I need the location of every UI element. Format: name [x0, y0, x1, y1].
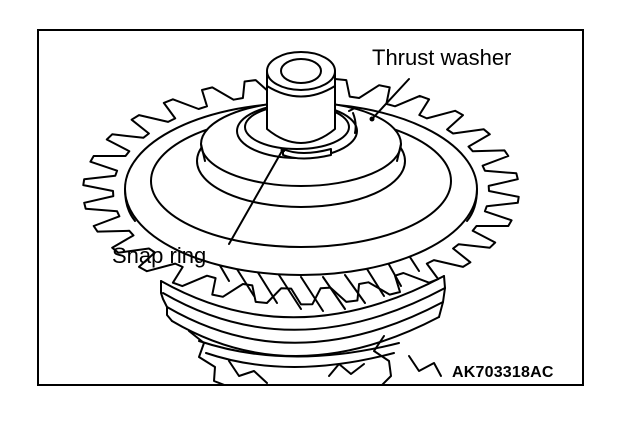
figure-frame: Thrust washer Snap ring AK703318AC	[37, 29, 584, 386]
thrust-washer-label: Thrust washer	[372, 45, 512, 70]
snap-ring-label: Snap ring	[112, 243, 207, 268]
figure-code: AK703318AC	[452, 364, 554, 381]
snap-ring-leader	[228, 150, 283, 245]
output-shaft	[266, 51, 357, 144]
synchronizer-hub	[160, 275, 446, 357]
thrust-washer-leader	[371, 78, 410, 120]
lower-gear	[188, 330, 442, 384]
gear-assembly-illustration	[82, 51, 520, 384]
